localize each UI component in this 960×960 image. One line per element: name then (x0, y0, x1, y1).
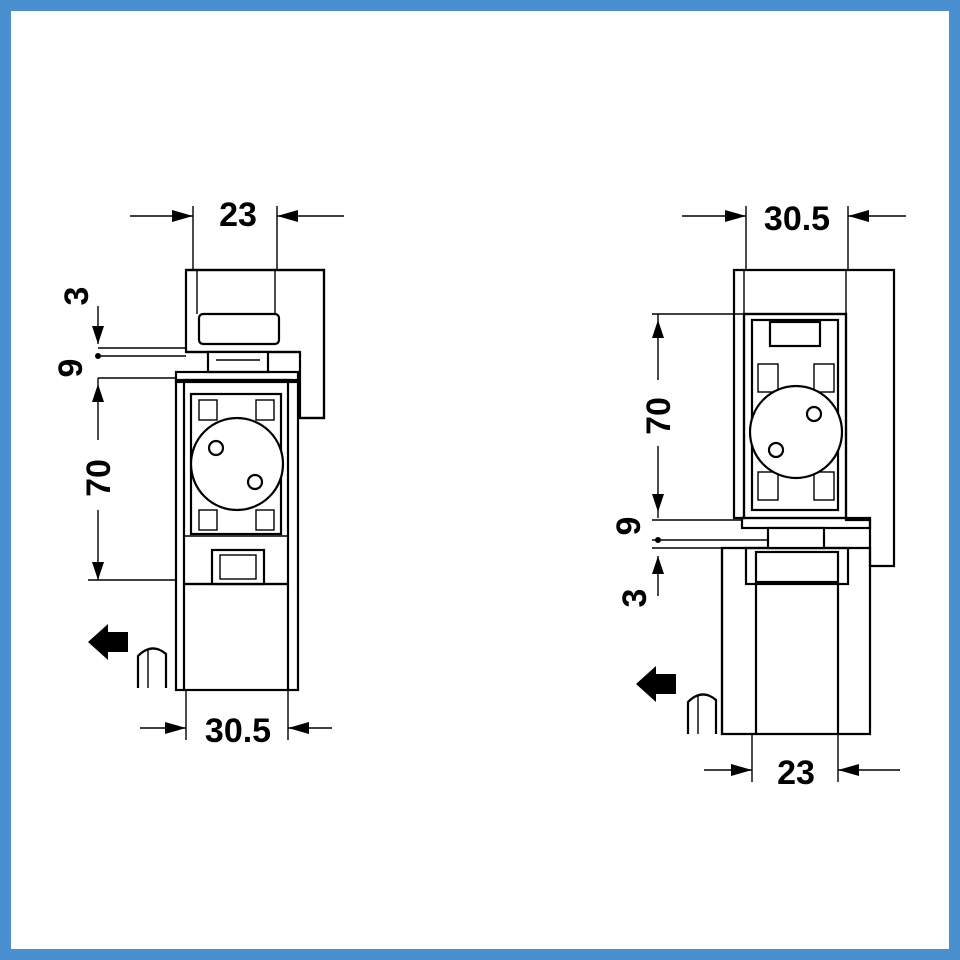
door-stop-icon (136, 647, 168, 688)
right-dim-top: 30.5 (682, 200, 906, 270)
left-gap-top: 3 (58, 287, 96, 306)
left-gap-mid: 9 (52, 359, 90, 378)
right-gap-top: 9 (610, 517, 648, 536)
right-dim-bottom: 23 (704, 734, 900, 792)
right-top-width: 30.5 (764, 200, 830, 238)
arrow-left-icon (636, 666, 676, 702)
right-frame-section (732, 268, 896, 568)
left-bottom-width: 30.5 (205, 712, 271, 750)
right-door-section (720, 526, 872, 736)
right-bottom-width: 23 (777, 754, 815, 792)
right-height: 70 (640, 397, 678, 435)
right-assembly: 30.5 23 70 9 3 (610, 200, 906, 792)
left-height: 70 (80, 459, 118, 497)
left-dim-top: 23 (130, 196, 344, 270)
door-stop-icon (686, 693, 718, 734)
left-frame-section (184, 268, 326, 420)
right-gap-bottom: 3 (616, 589, 654, 608)
left-top-width: 23 (219, 196, 257, 234)
arrow-left-icon (88, 624, 128, 660)
left-dim-bottom: 30.5 (140, 690, 332, 750)
left-assembly: 23 30.5 3 9 70 (52, 196, 344, 750)
left-dim-vertical: 3 9 70 (52, 287, 186, 581)
left-door-section (174, 370, 300, 692)
right-dim-vertical: 70 9 3 (610, 313, 768, 608)
